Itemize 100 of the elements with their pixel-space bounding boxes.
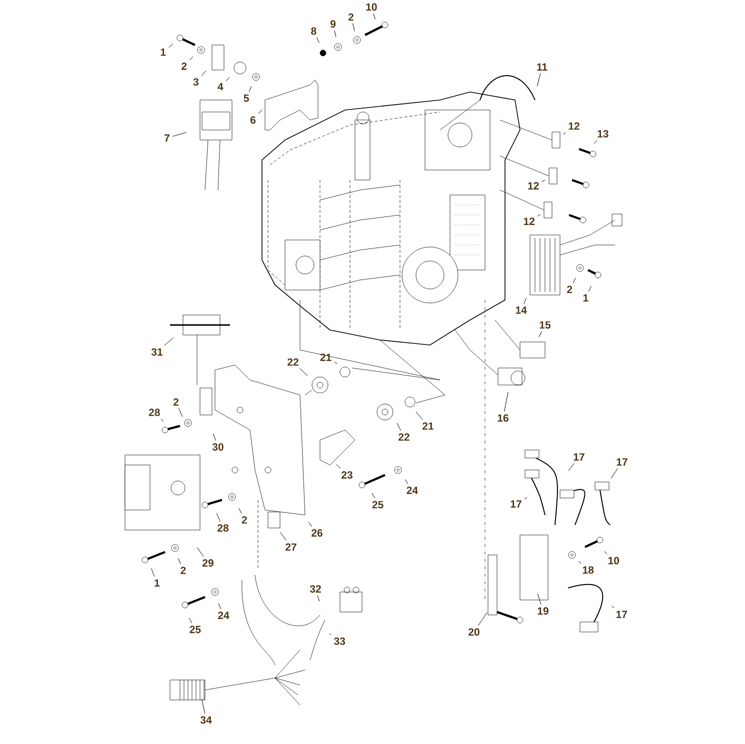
- leader-line: [201, 70, 206, 76]
- leader-line: [202, 698, 205, 714]
- leader-line: [536, 73, 541, 87]
- callout-number: 2: [348, 13, 354, 21]
- leader-line: [542, 180, 546, 182]
- leader-line: [396, 422, 402, 431]
- callout-number: 10: [608, 556, 619, 564]
- callout-number: 11: [537, 63, 548, 71]
- leader-line: [352, 23, 355, 32]
- leader-line: [404, 479, 408, 484]
- callout-number: 26: [312, 529, 322, 537]
- callout-number: 12: [568, 122, 580, 130]
- leader-line: [604, 551, 608, 554]
- callout-number: 23: [342, 471, 352, 479]
- callout-number: 12: [524, 218, 534, 225]
- leader-line: [524, 497, 528, 500]
- callout-number: 34: [200, 716, 212, 724]
- leader-line: [588, 286, 592, 292]
- leader-line: [172, 132, 187, 137]
- leader-line: [280, 532, 287, 541]
- callout-number: 17: [616, 458, 628, 466]
- leader-line: [299, 368, 308, 376]
- leader-line: [258, 109, 262, 114]
- leader-line: [178, 408, 183, 417]
- callout-number: 3: [193, 78, 199, 86]
- leader-line: [328, 633, 332, 636]
- leader-line: [212, 433, 216, 441]
- callout-number: 24: [218, 612, 230, 619]
- leader-line: [372, 492, 375, 499]
- callout-number: 4: [218, 82, 224, 90]
- callout-number: 7: [164, 134, 170, 142]
- leader-line: [168, 44, 174, 48]
- leader-line: [612, 606, 615, 608]
- leader-line: [538, 331, 542, 338]
- leader-line: [151, 568, 155, 577]
- callout-number: 18: [582, 566, 594, 574]
- callout-number: 24: [406, 486, 418, 494]
- leader-line: [334, 30, 336, 38]
- callout-number: 17: [510, 500, 522, 508]
- leader-line: [178, 558, 181, 564]
- leader-line: [562, 132, 566, 135]
- callout-number: 17: [616, 610, 627, 618]
- callout-number: 21: [320, 354, 332, 361]
- leader-line: [196, 547, 204, 557]
- leader-line: [308, 522, 312, 527]
- leader-line: [317, 595, 320, 602]
- leader-line: [334, 362, 338, 364]
- callout-number: 27: [286, 543, 296, 551]
- callout-number: 2: [180, 566, 186, 574]
- callout-number: 10: [366, 3, 377, 11]
- leader-line: [188, 618, 192, 624]
- leader-line: [416, 412, 423, 420]
- callout-number: 25: [190, 626, 201, 634]
- leader-line: [537, 593, 542, 605]
- leader-line: [478, 612, 488, 626]
- callout-number: 2: [182, 62, 187, 70]
- leader-line: [238, 508, 242, 514]
- leader-line: [373, 13, 376, 20]
- leader-line: [316, 37, 320, 44]
- callout-number: 33: [334, 637, 346, 645]
- callout-number: 12: [528, 182, 539, 190]
- leader-line: [164, 338, 174, 346]
- callout-number: 2: [173, 398, 178, 406]
- leader-line: [189, 56, 194, 60]
- callout-number: 1: [583, 294, 588, 302]
- leader-line: [216, 513, 220, 522]
- callout-number: 1: [160, 48, 166, 56]
- callout-number: 6: [250, 116, 256, 124]
- callout-number: 22: [398, 433, 410, 441]
- leader-line: [524, 298, 527, 304]
- leader-line: [568, 463, 574, 472]
- leader-line: [594, 140, 598, 144]
- callout-number: 13: [598, 130, 608, 138]
- leader-line: [160, 418, 164, 422]
- callout-number: 5: [244, 94, 249, 102]
- callout-number: 30: [212, 443, 224, 451]
- callout-number: 16: [498, 414, 508, 422]
- leader-line: [610, 468, 618, 479]
- leader-line: [504, 392, 508, 412]
- callout-number: 17: [574, 453, 584, 461]
- callout-number: 15: [540, 321, 551, 329]
- leader-line: [248, 86, 252, 92]
- leader-line: [572, 278, 576, 284]
- leader-line: [537, 214, 541, 216]
- callout-number: 29: [202, 559, 214, 567]
- callout-number: 31: [151, 348, 163, 356]
- callout-number: 22: [288, 358, 298, 366]
- callout-number: 2: [567, 286, 572, 294]
- callout-number: 1: [154, 579, 160, 587]
- callout-number: 19: [538, 607, 548, 615]
- callout-number: 8: [311, 27, 316, 35]
- callout-number: 9: [330, 20, 336, 28]
- callout-number: 2: [242, 516, 247, 524]
- callout-number: 20: [468, 628, 480, 636]
- callout-number: 28: [148, 408, 160, 416]
- leader-line: [218, 603, 222, 610]
- leader-line: [578, 560, 582, 564]
- leader-line: [336, 464, 341, 469]
- callout-number: 32: [310, 585, 321, 593]
- leader-line: [226, 77, 230, 82]
